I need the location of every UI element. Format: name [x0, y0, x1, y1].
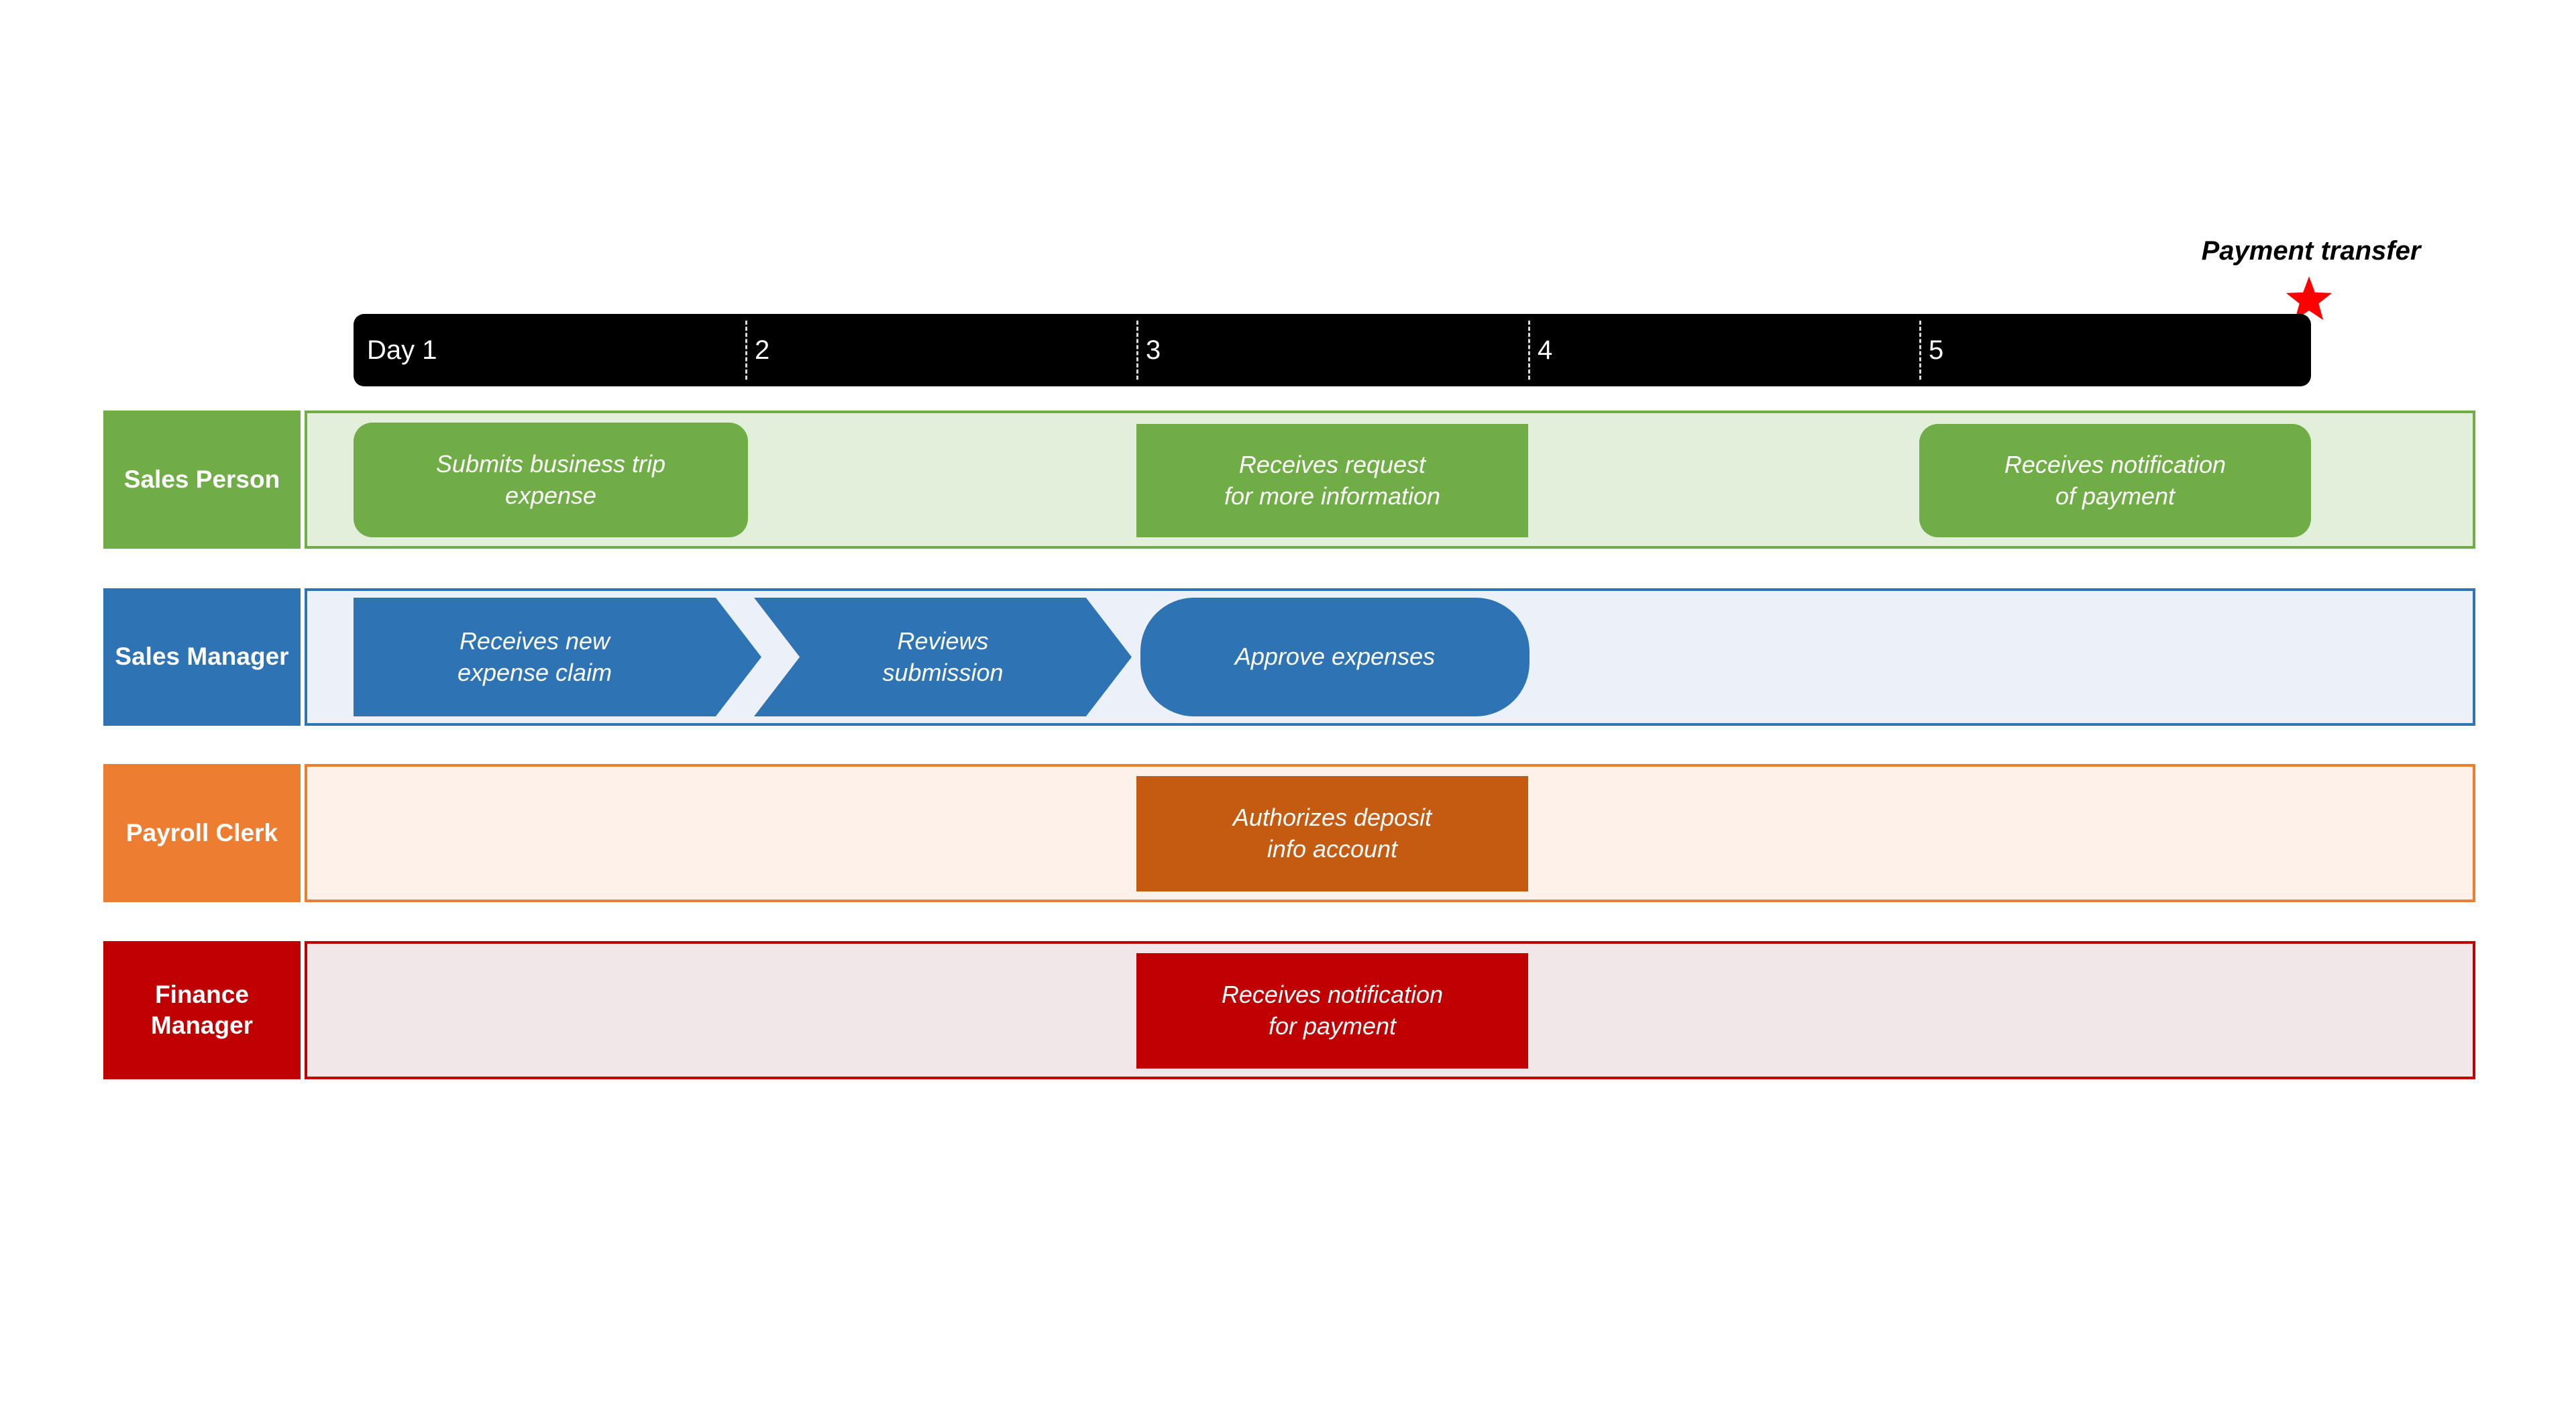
timeline-tick [1136, 321, 1138, 380]
task-submits-business-trip-expense: Submits business trip expense [354, 423, 748, 537]
milestone-star-icon [2286, 276, 2332, 321]
timeline-tick [1919, 321, 1921, 380]
timeline-day-label-3: 3 [1146, 335, 1161, 365]
lane-sales-manager: Sales Manager Receives new expense claim… [0, 588, 2576, 726]
timeline-day-label-2: 2 [755, 335, 770, 365]
timeline-bar: Day 1 2 3 4 5 [354, 314, 2311, 386]
task-receives-request-for-more-information: Receives request for more information [1136, 424, 1528, 537]
lane-label-payroll-clerk: Payroll Clerk [103, 764, 301, 902]
task-approve-expenses: Approve expenses [1140, 598, 1529, 716]
task-authorizes-deposit-info-account: Authorizes deposit info account [1136, 776, 1528, 891]
timeline-tick [1528, 321, 1530, 380]
timeline-day-label-4: 4 [1538, 335, 1553, 365]
timeline-tick [745, 321, 747, 380]
lane-label-sales-person: Sales Person [103, 411, 301, 549]
lane-label-finance-manager: Finance Manager [103, 941, 301, 1079]
timeline-day-label-1: Day 1 [367, 335, 437, 365]
milestone-label: Payment transfer [2201, 236, 2421, 266]
lane-sales-person: Sales Person Submits business trip expen… [0, 411, 2576, 549]
lane-finance-manager: Finance Manager Receives notification fo… [0, 941, 2576, 1079]
task-receives-notification-of-payment: Receives notification of payment [1919, 424, 2311, 537]
task-receives-notification-for-payment: Receives notification for payment [1136, 953, 1528, 1069]
task-reviews-submission: Reviews submission [754, 598, 1132, 716]
task-receives-new-expense-claim: Receives new expense claim [354, 598, 761, 716]
timeline-day-label-5: 5 [1929, 335, 1944, 365]
lane-payroll-clerk: Payroll Clerk Authorizes deposit info ac… [0, 764, 2576, 902]
lane-label-sales-manager: Sales Manager [103, 588, 301, 726]
